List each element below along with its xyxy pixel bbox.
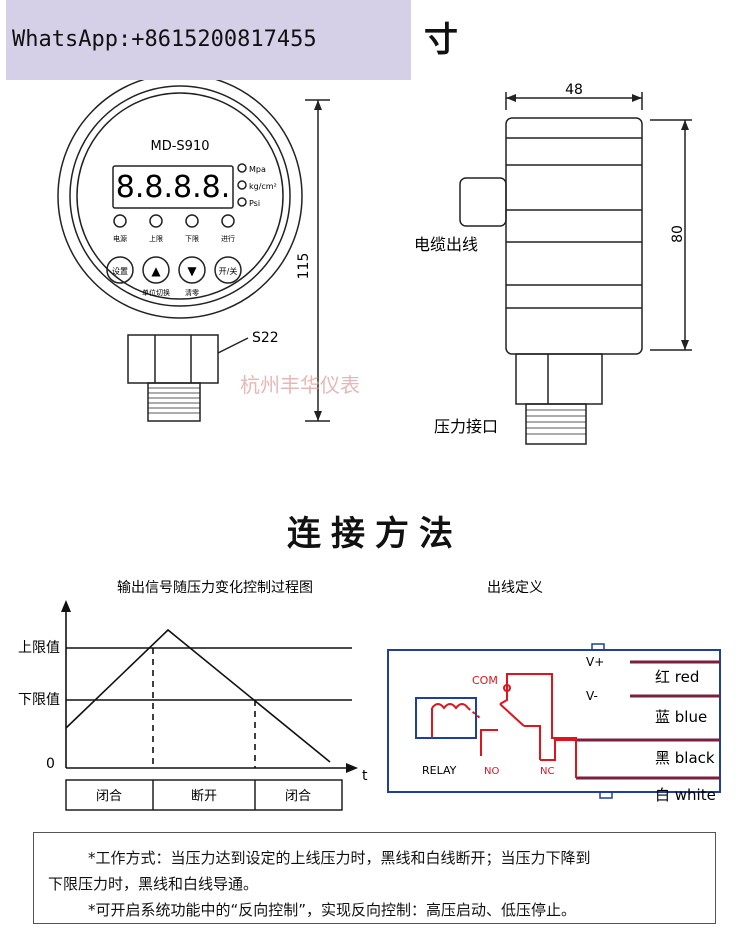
front-view-drawing: MD-S910 8.8.8.8. Mpa kg/cm² Psi 电源 上限 下限… [57,80,360,422]
com-label: COM [472,674,498,687]
relay-coil [431,703,469,710]
side-thread [525,403,587,445]
indicator-lower: 下限 [185,234,199,243]
hex-size-label: S22 [252,330,279,346]
cable-gland [459,177,507,227]
note-line-2: 下限压力时，黑线和白线导通。 [48,875,259,893]
wire-blue-label: 蓝 blue [655,708,707,726]
up-button-icon: ▲ [151,264,161,278]
state-closed-1: 闭合 [96,789,122,804]
note-line-1: *工作方式：当压力达到设定的上线压力时，黑线和白线断开；当压力下降到 [88,849,591,867]
height-dimension: 115 [296,253,312,280]
unit-kgcm: kg/cm² [249,182,277,191]
wire-red-label: 红 red [655,668,699,686]
no-contact [480,729,498,756]
whatsapp-banner: WhatsApp:+8615200817455 [6,0,411,80]
side-height-dimension: 80 [670,225,686,243]
cable-outlet-label: 电缆出线 [414,235,478,254]
state-table [65,779,343,811]
lower-value-label: 下限值 [18,692,60,708]
unit-switch-caption: 单位切换 [142,288,170,297]
vplus-label: V+ [586,655,604,669]
model-label: MD-S910 [151,139,210,154]
wiring-diagram: 出线定义 COM RELAY NO NC V+ V- 红 red 蓝 blue … [387,580,721,804]
process-chart-title: 输出信号随压力变化控制过程图 [117,580,313,596]
no-label: NO [484,766,499,777]
zero-label: 0 [46,756,55,772]
relay-label: RELAY [422,764,457,777]
upper-value-label: 上限值 [18,640,60,656]
width-dimension: 48 [565,82,583,98]
indicator-power: 电源 [113,234,127,243]
wire-black-label: 黑 black [655,749,715,767]
gauge-outer-ring [57,80,303,319]
time-axis-label: t [362,768,368,784]
display-digits: 8.8.8.8. [116,170,231,205]
watermark-text: 杭州丰华仪表 [240,373,360,397]
unit-mpa: Mpa [249,165,266,174]
nc-contact [524,725,541,760]
thread-port [147,382,201,422]
process-chart: 输出信号随压力变化控制过程图 上限值 下限值 0 t 闭合 断开 闭合 [18,580,368,811]
state-closed-2: 闭合 [285,789,311,804]
zero-caption: 清零 [185,288,199,297]
set-button-label: 设置 [112,266,128,276]
unit-psi: Psi [249,199,260,208]
relay-box [415,697,477,739]
digital-display [112,165,234,209]
state-open: 断开 [191,789,217,804]
side-view-drawing: 48 80 电缆出线 压力接口 [414,82,692,445]
housing-body [505,117,643,355]
device-frame [387,649,721,793]
down-button-icon: ▼ [187,264,197,278]
wiring-title: 出线定义 [487,580,543,596]
side-hex [515,353,603,405]
vminus-label: V- [586,689,598,703]
hex-body [127,334,219,384]
wire-white-label: 白 white [655,786,716,804]
pressure-curve [65,628,331,763]
dimension-title-fragment: 寸 [424,20,458,60]
section-title: 连接方法 [287,514,463,554]
indicator-running: 进行 [221,234,235,243]
nc-label: NC [540,766,554,777]
power-button-label: 开/关 [219,266,238,276]
note-line-3: *可开启系统功能中的“反向控制”，实现反向控制：高压启动、低压停止。 [88,901,577,919]
indicator-upper: 上限 [149,234,163,243]
notes-box: *工作方式：当压力达到设定的上线压力时，黑线和白线断开；当压力下降到 下限压力时… [33,832,716,924]
pressure-port-label: 压力接口 [434,417,498,436]
